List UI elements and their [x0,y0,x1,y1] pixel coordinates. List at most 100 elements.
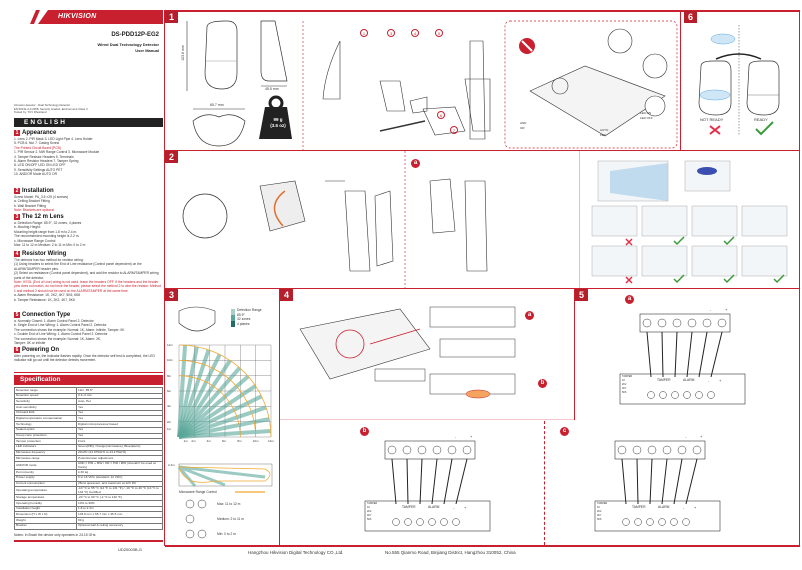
sub-label-a: a [411,159,420,168]
screw-terminal [402,445,412,455]
pcb-drawing [422,106,466,136]
manual-label: User Manual [135,48,159,53]
text-line: b. Mouting Height: [14,225,41,230]
spec-value: ≤ 30 kg [76,469,163,476]
part-callout: 7 [450,126,458,134]
cert-line: Intrusion detector - Dual Technology Det… [14,103,71,107]
pir-mask-drawing [379,80,406,112]
ready-diagram [698,25,780,136]
detector-drawing [182,193,228,239]
knob-min-icon [185,529,195,539]
screw-terminal [717,318,727,328]
check-icon [673,274,685,284]
text-line: c. Microwave Range Control [14,238,56,243]
x-tick: 10m [252,439,259,443]
spec-value: 24GHz (24.075GHz to 24.175GHz) [76,449,163,457]
screw-terminal [647,445,657,455]
logo-bar [38,10,163,24]
screw-terminal [670,518,678,526]
screw-terminal [692,445,702,455]
res-value: 4K7 [367,514,372,517]
check-icon [755,121,774,136]
spec-value: Green(PIR), Orange(microwave), Blue(alar… [76,443,163,451]
panel-number: 5 [575,289,588,301]
y-tick: 4m [167,404,172,409]
spec-value: Front [76,438,163,445]
jumper-or: OR [520,126,525,130]
microwave-range-arc [178,359,257,438]
text-line: Tamper: 0K or Infinite [14,341,46,346]
microwave-range-arc [178,375,241,438]
text-line: a. Alarm Resistance: 1K, 2K2, 4K7, 5K6, … [14,293,80,298]
logo-stripe [30,10,40,24]
placement-illustrations [591,160,788,284]
plus-terminal-label: + [464,505,467,510]
microwave-range-arc [178,344,272,438]
panel-number: 1 [165,11,178,23]
text-line: The Printed Circuit Board (PCB) [14,145,61,150]
jumper-auto: AUTO [600,128,609,132]
detector-terminal-block [364,500,491,532]
cross-icon [625,238,633,246]
minus-panel-label: - [685,434,687,439]
coverage-fan [177,344,272,439]
screw-terminal [683,391,691,399]
sub-label-a: a [625,295,634,304]
res-value: 1K [597,506,601,509]
part-callout: 5 [435,29,443,37]
jumper-pet: PET [600,133,606,137]
res-value: 4K7 [622,387,627,390]
terminal-wiring [364,440,491,532]
x-tick: 2m [191,439,196,443]
width-label: 65.7 mm [210,103,224,107]
section-number: 2 [14,188,20,194]
spec-value: Yes [76,415,163,423]
screw-terminal [659,391,667,399]
res-value: 5K6 [367,518,372,521]
spec-value: Optional wall & ceiling accessory [76,522,163,530]
screw-terminal [687,318,697,328]
detector-ready [746,60,780,116]
detector-terminal-block [594,500,721,532]
text-line: b. Tamper Resistance: 1K, 2K2, 4K7, 5K6 [14,297,75,302]
pcb-detail-box [504,20,678,149]
room-scenes [591,160,788,284]
text-line: 1. PIR Sensor 2. MW Range Control 3. Mic… [14,150,100,155]
text-line: 6. Alarm Resistor Headers 7. Tamper Spri… [14,159,79,164]
panel-terminal-block [384,440,476,460]
text-line: (2) Select an resistance (Control panel … [14,271,159,280]
detection-pattern [177,306,273,539]
resistor-drawings [280,306,575,420]
cross-icon [625,276,633,284]
screw-terminal [677,445,687,455]
note: Note: If EOL (End of Line) wiring is not… [14,280,161,293]
res-value: 2K2 [597,510,602,513]
x-tick: 4m [206,439,211,443]
screw-terminal [404,518,412,526]
weight-ounces: (3.5 oz) [270,123,286,128]
plus-panel-label: + [700,434,703,439]
text-line: (1) Using headers to select the End of L… [14,262,142,271]
spec-value: -20 °C to 60 °C (-4 °F to 140 °F) [76,494,163,502]
mw-min: Min: 0 to 2 m [217,532,237,536]
lens-holder-drawing [379,120,426,132]
text-line: The detector has two method for resistor… [14,258,84,262]
spec-row: Pet immunity≤ 30 kg [14,469,163,476]
detector-top-drawing [192,114,246,147]
divider [14,372,163,373]
y-tick: 6m [167,389,172,393]
text-line: After powering on, the indicator flashes… [14,354,155,363]
text-line: c. Double End of Line Wiring: 1. Alarm C… [14,332,108,337]
row-divider [165,150,800,151]
